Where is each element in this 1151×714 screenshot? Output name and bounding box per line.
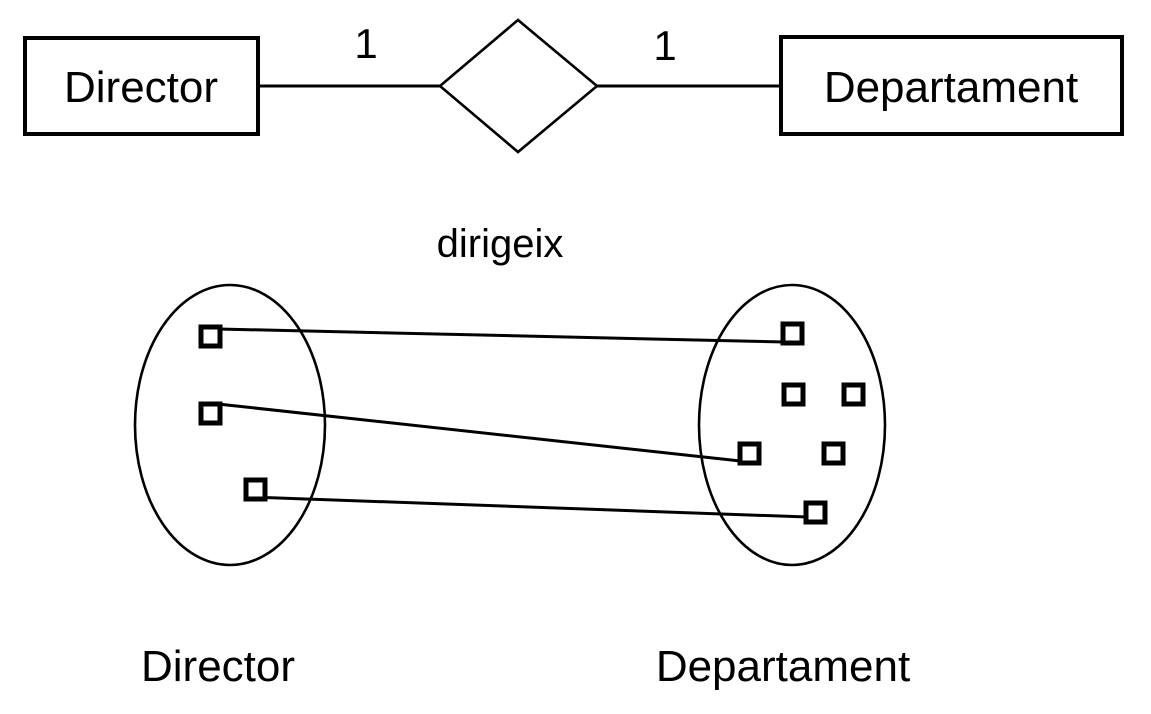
instance-member-departament-6[interactable]	[803, 500, 828, 525]
instance-member-director-3[interactable]	[243, 477, 268, 502]
instance-member-director-1[interactable]	[198, 324, 223, 349]
mapping-line-1	[217, 327, 785, 344]
instance-set-label-departament: Departament	[656, 642, 910, 691]
instance-set-label-director: Director	[141, 642, 295, 691]
entity-label-director: Director	[64, 63, 218, 112]
cardinality-label-left: 1	[354, 20, 377, 67]
mapping-line-3	[250, 495, 808, 519]
mapping-line-2	[216, 402, 742, 463]
instance-member-departament-5[interactable]	[821, 441, 846, 466]
instance-member-director-2[interactable]	[198, 401, 223, 426]
entity-label-departament: Departament	[824, 63, 1078, 112]
instance-member-departament-2[interactable]	[781, 382, 806, 407]
cardinality-label-right: 1	[653, 22, 676, 69]
instance-member-departament-4[interactable]	[737, 441, 762, 466]
instance-member-departament-3[interactable]	[841, 382, 866, 407]
instance-member-departament-1[interactable]	[780, 321, 805, 346]
relationship-label-dirigeix: dirigeix	[437, 222, 564, 266]
entity-box-director[interactable]	[23, 36, 260, 136]
relationship-diamond-dirigeix[interactable]	[437, 18, 600, 154]
instance-set-ellipse-departament[interactable]	[697, 283, 887, 567]
instance-set-ellipse-director[interactable]	[133, 283, 327, 567]
entity-box-departament[interactable]	[779, 35, 1124, 136]
